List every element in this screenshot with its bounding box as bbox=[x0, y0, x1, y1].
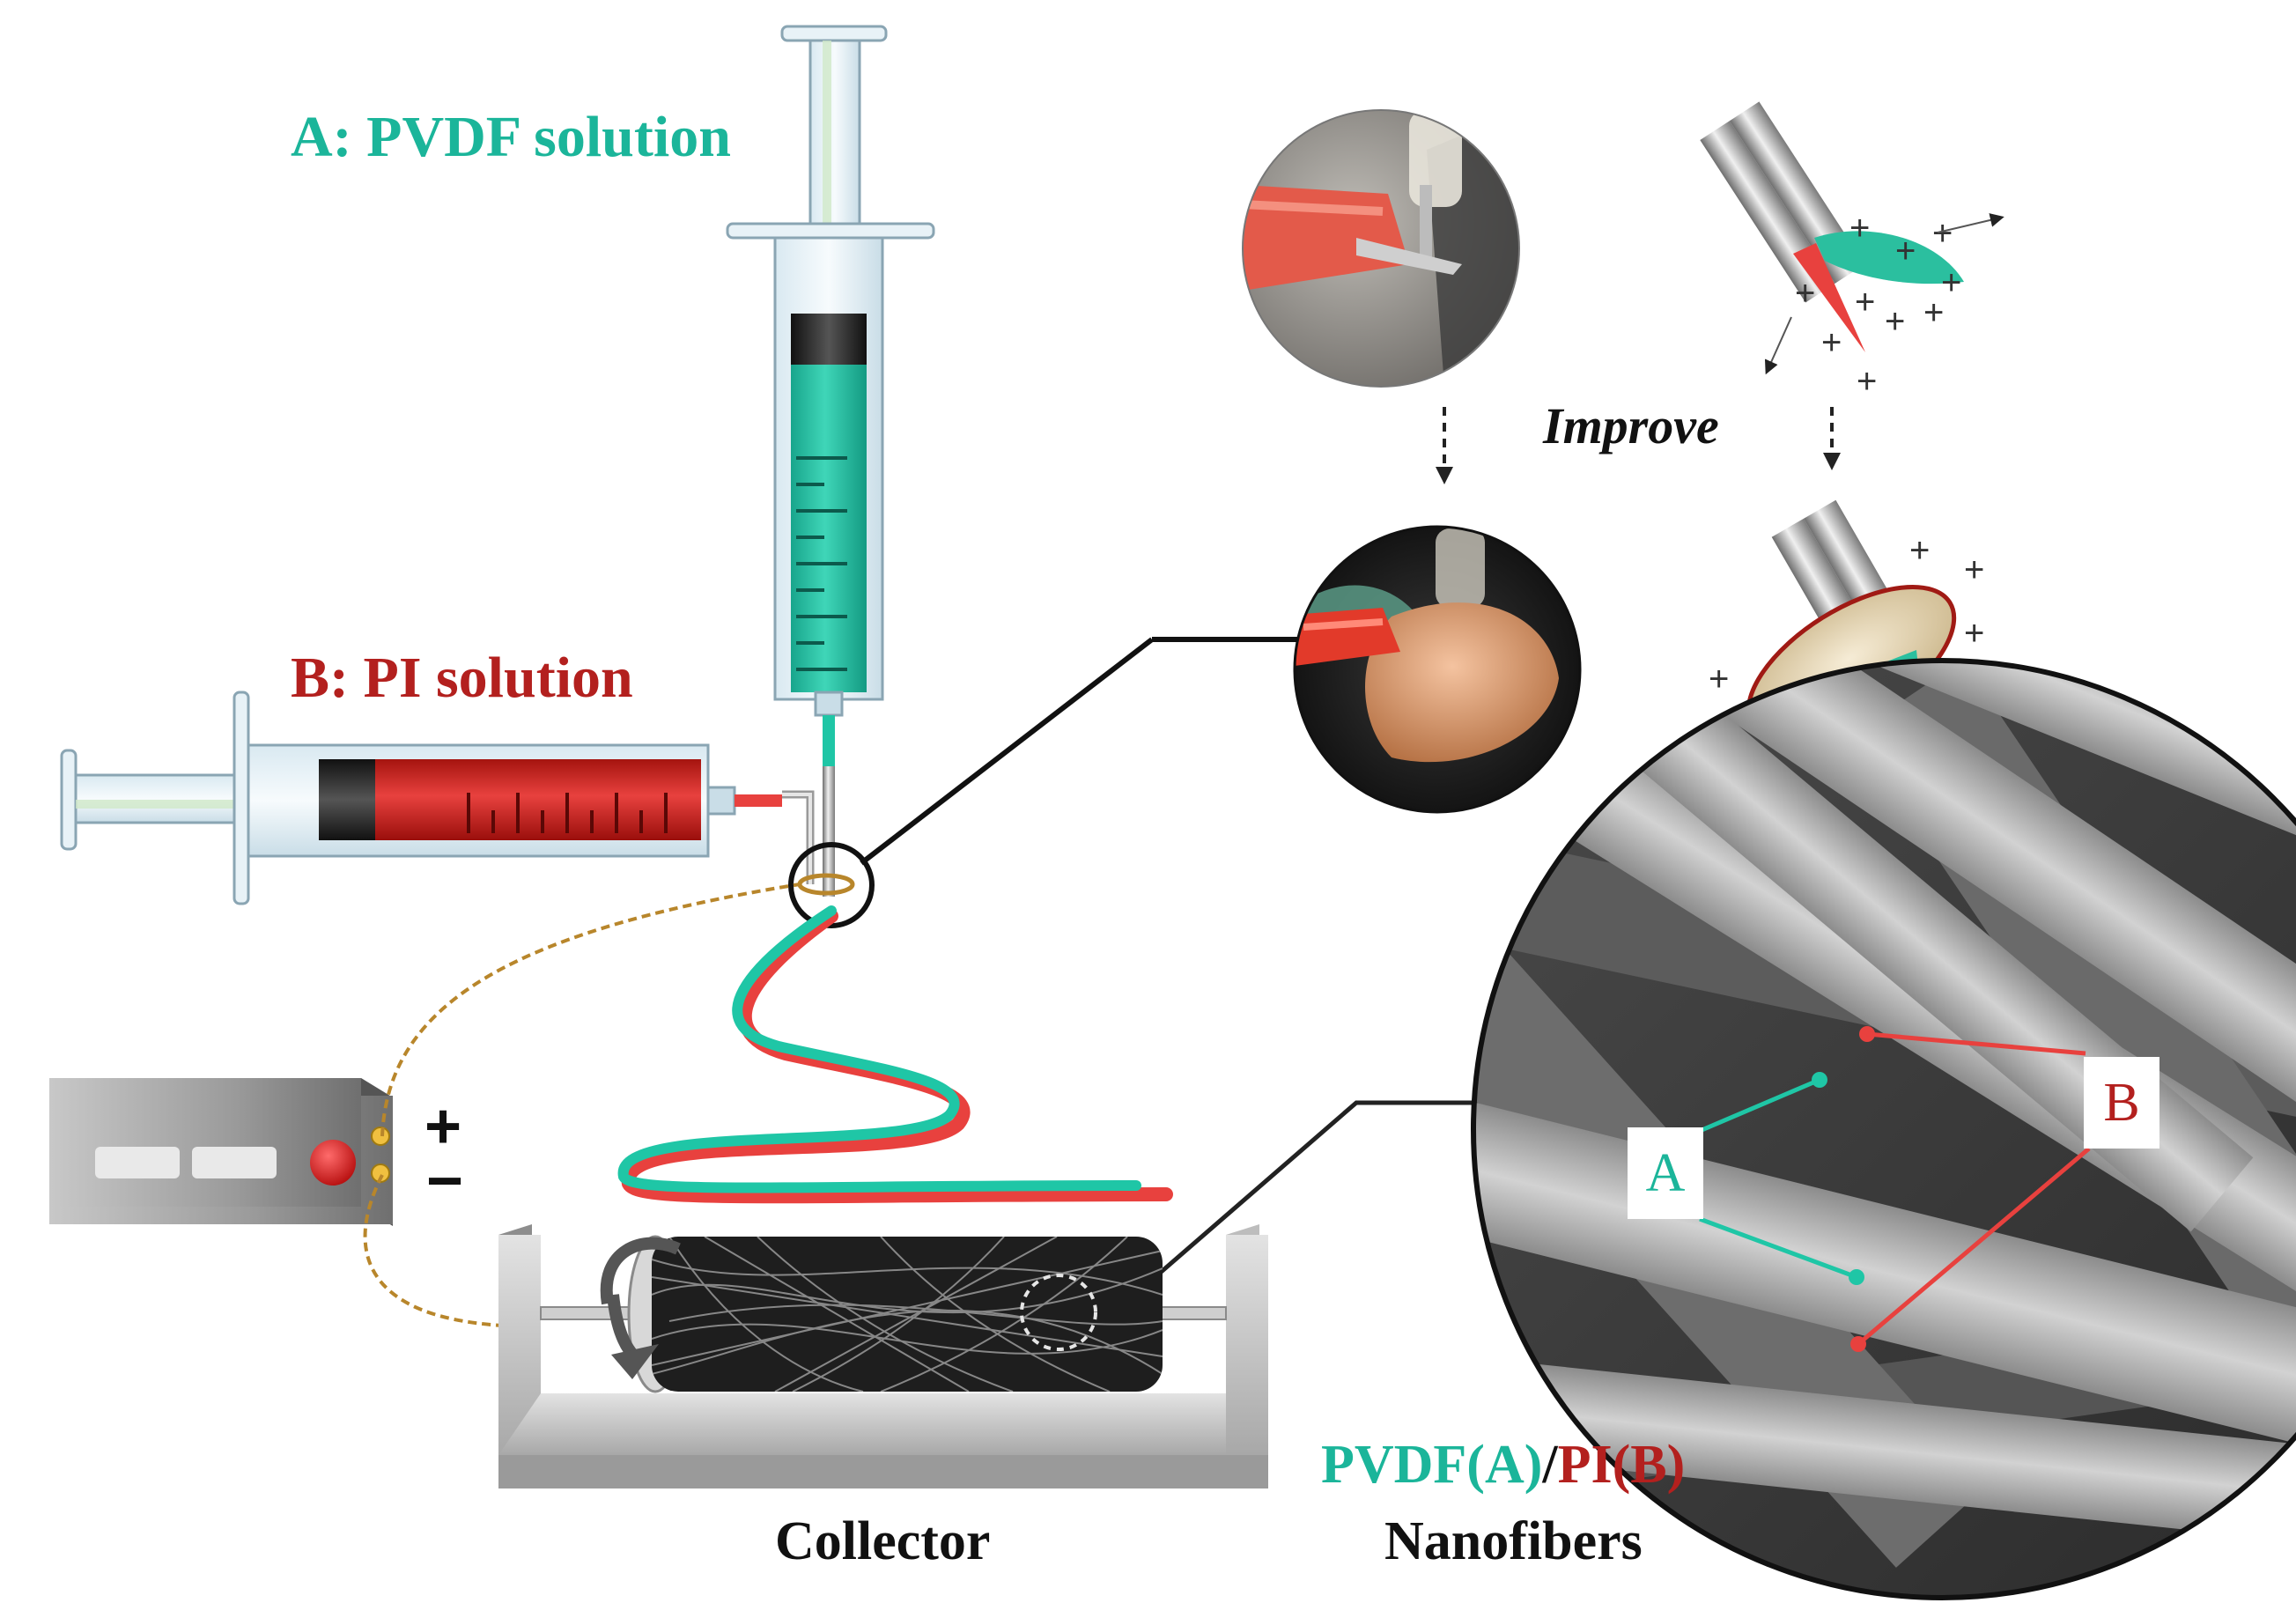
photo-improved-needle bbox=[1293, 525, 1582, 814]
improve-label: Improve bbox=[1543, 397, 1719, 454]
syringe-b-nozzle bbox=[735, 794, 782, 807]
syringe-b-scale bbox=[467, 793, 668, 833]
syringe-a bbox=[726, 25, 935, 766]
svg-text:+: + bbox=[1821, 323, 1842, 362]
zoom-line-needle bbox=[860, 637, 1154, 866]
svg-text:+: + bbox=[1857, 362, 1877, 401]
power-display-2 bbox=[192, 1147, 277, 1178]
legend-pvdf: PVDF(A) bbox=[1321, 1435, 1543, 1495]
svg-text:+: + bbox=[1795, 274, 1815, 313]
svg-text:+: + bbox=[1849, 209, 1870, 247]
schematic-original: +++ +++ +++ + bbox=[1700, 101, 2004, 401]
syringe-a-thumb-rest bbox=[780, 25, 888, 42]
svg-text:+: + bbox=[1932, 214, 1953, 253]
nanofibers-label: Nanofibers bbox=[1384, 1511, 1643, 1571]
syringe-a-scale bbox=[796, 456, 847, 671]
power-display-1 bbox=[95, 1147, 180, 1178]
collector-base bbox=[498, 1393, 1268, 1455]
syringe-a-nozzle bbox=[823, 715, 835, 766]
collector-right-wall bbox=[1226, 1235, 1268, 1455]
sem-pointer-a bbox=[1699, 1072, 1864, 1285]
jet-pi-strand bbox=[621, 909, 1173, 1204]
drum-fiber-mat bbox=[652, 1237, 1163, 1392]
svg-text:+: + bbox=[1964, 550, 1984, 589]
sem-pointer-b bbox=[1850, 1026, 2091, 1352]
wire-positive bbox=[380, 883, 801, 1137]
syringe-a-flange bbox=[726, 222, 935, 240]
needle-zoom-circle bbox=[788, 842, 875, 928]
callout-b: B bbox=[2084, 1057, 2159, 1149]
electrospinning-jet bbox=[617, 905, 1173, 1204]
collector bbox=[498, 1224, 1268, 1488]
syringe-a-plunger-seal bbox=[791, 314, 867, 365]
legend-pi: PI(B) bbox=[1557, 1435, 1686, 1495]
drum-zoom-circle bbox=[1020, 1274, 1097, 1351]
syringe-b-solution bbox=[375, 759, 701, 840]
collector-drum bbox=[652, 1237, 1163, 1392]
svg-text:+: + bbox=[1895, 232, 1916, 270]
svg-text:+: + bbox=[1855, 283, 1875, 321]
collector-label: Collector bbox=[775, 1511, 991, 1571]
syringe-b-flange bbox=[233, 691, 250, 905]
callout-a: A bbox=[1628, 1127, 1703, 1219]
copper-ring-electrode bbox=[1365, 602, 1559, 763]
zoom-line-sem bbox=[1143, 1100, 1511, 1288]
svg-text:+: + bbox=[1923, 293, 1944, 332]
schematic-pvdf-tip bbox=[1814, 231, 1964, 284]
svg-text:+: + bbox=[1909, 531, 1930, 570]
syringe-b-label: B: PI solution bbox=[291, 646, 633, 710]
syringe-a-solution bbox=[791, 365, 867, 692]
positive-sign: + bbox=[425, 1091, 462, 1162]
jet-pvdf-strand bbox=[617, 905, 1141, 1193]
svg-text:+: + bbox=[1709, 660, 1729, 698]
coaxial-needle bbox=[782, 766, 875, 928]
svg-text:+: + bbox=[1885, 302, 1905, 341]
photo-original-needle bbox=[1242, 109, 1520, 388]
charge-symbols-1: +++ +++ +++ + bbox=[1795, 209, 1961, 401]
schematic-pi-tip bbox=[1793, 243, 1865, 352]
power-knob bbox=[310, 1140, 356, 1186]
negative-sign: − bbox=[426, 1146, 464, 1216]
syringe-b bbox=[60, 691, 782, 905]
nanofiber-legend: PVDF(A)/PI(B) bbox=[1321, 1434, 1685, 1496]
svg-text:+: + bbox=[1964, 614, 1984, 653]
wire-ground bbox=[363, 1174, 535, 1328]
power-supply bbox=[49, 1078, 393, 1226]
syringe-b-thumb-rest bbox=[60, 749, 78, 851]
rotation-arrow bbox=[600, 1237, 681, 1305]
legend-separator: / bbox=[1542, 1435, 1558, 1495]
terminal-positive bbox=[371, 1127, 390, 1146]
improve-arrows bbox=[1436, 407, 1841, 484]
collector-axle-right bbox=[1153, 1306, 1227, 1320]
svg-text:+: + bbox=[1941, 263, 1961, 302]
syringe-a-label: A: PVDF solution bbox=[291, 105, 731, 169]
syringe-b-plunger-seal bbox=[319, 759, 375, 840]
